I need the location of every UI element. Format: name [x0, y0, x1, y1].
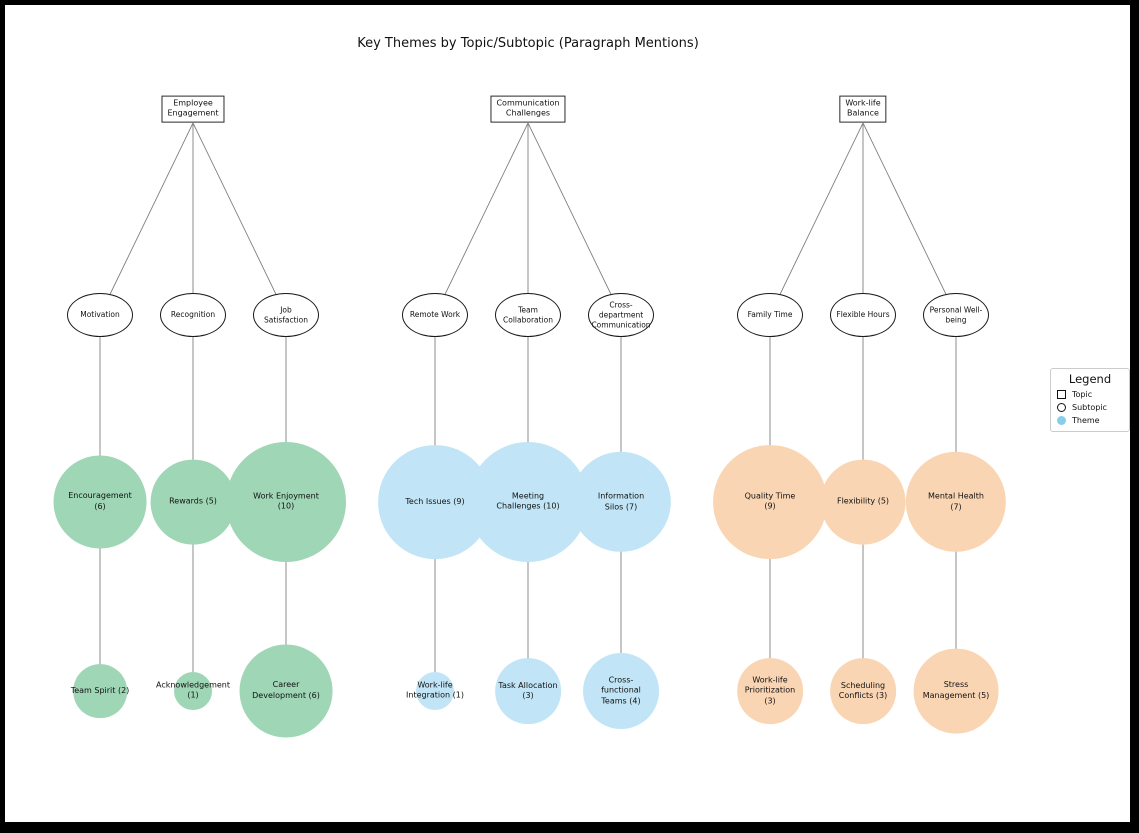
node-label: Career Development (6): [252, 680, 320, 700]
subtopic-node: Team Collaboration: [495, 293, 561, 337]
node-label: Team Collaboration: [503, 305, 553, 324]
node-label: Encouragement (6): [68, 491, 132, 511]
node-label: Tech Issues (9): [405, 496, 465, 506]
node-label: Rewards (5): [169, 496, 217, 506]
subtopic-node: Motivation: [67, 293, 133, 337]
legend-item-label: Topic: [1072, 390, 1093, 399]
theme-bubble: Work-life Integration (1): [406, 672, 464, 710]
node-label: Flexible Hours: [836, 310, 890, 320]
subtopic-node: Recognition: [160, 293, 226, 337]
node-label: Work-life Prioritization (3): [744, 675, 796, 706]
node-label: Personal Well- being: [929, 305, 983, 324]
theme-bubble: Meeting Challenges (10): [468, 442, 588, 562]
subtopic-node: Personal Well- being: [923, 293, 989, 337]
node-label: Information Silos (7): [597, 491, 645, 511]
node-label: Acknowledgement (1): [155, 680, 231, 700]
connector-line: [192, 122, 287, 316]
subtopic-node: Remote Work: [402, 293, 468, 337]
theme-bubble: Acknowledgement (1): [156, 672, 230, 710]
connector-line: [434, 122, 529, 316]
theme-bubble: Task Allocation (3): [495, 658, 561, 724]
topic-node: Work-life Balance: [839, 95, 887, 123]
connector-line: [99, 122, 194, 316]
legend-title: Legend: [1068, 372, 1112, 386]
theme-bubble: Career Development (6): [239, 644, 333, 738]
connector-line: [769, 122, 864, 316]
theme-bubble: Work Enjoyment (10): [226, 442, 346, 562]
theme-bubble: Work-life Prioritization (3): [737, 658, 803, 724]
circle-outline-icon: [1057, 403, 1066, 412]
theme-bubble: Scheduling Conflicts (3): [830, 658, 896, 724]
node-label: Recognition: [170, 310, 216, 320]
theme-bubble: Stress Management (5): [913, 648, 999, 734]
circle-filled-icon: [1057, 416, 1066, 425]
theme-bubble: Quality Time (9): [713, 445, 827, 559]
node-label: Cross- functional Teams (4): [601, 675, 641, 706]
node-label: Quality Time (9): [744, 491, 796, 511]
node-label: Work-life Integration (1): [406, 680, 464, 700]
node-label: Remote Work: [409, 310, 461, 320]
theme-bubble: Flexibility (5): [820, 459, 906, 545]
node-label: Scheduling Conflicts (3): [838, 680, 888, 700]
theme-bubble: Cross- functional Teams (4): [583, 653, 659, 729]
legend-item-label: Theme: [1072, 416, 1100, 425]
legend-item-subtopic: Subtopic: [1057, 403, 1123, 412]
node-label: Meeting Challenges (10): [496, 491, 560, 511]
subtopic-node: Job Satisfaction: [253, 293, 319, 337]
chart-title: Key Themes by Topic/Subtopic (Paragraph …: [357, 36, 699, 51]
theme-bubble: Information Silos (7): [570, 451, 672, 553]
node-label: Task Allocation (3): [498, 680, 558, 700]
node-label: Cross- department Communication: [591, 300, 651, 329]
square-outline-icon: [1057, 390, 1066, 399]
topic-node: Communication Challenges: [490, 95, 566, 123]
figure-canvas: Key Themes by Topic/Subtopic (Paragraph …: [5, 5, 1130, 822]
theme-bubble: Mental Health (7): [905, 451, 1007, 553]
connector-line: [527, 122, 622, 316]
node-label: Flexibility (5): [836, 496, 890, 506]
connector-line: [862, 122, 957, 316]
subtopic-node: Cross- department Communication: [588, 293, 654, 337]
theme-bubble: Team Spirit (2): [70, 664, 130, 718]
topic-node: Employee Engagement: [161, 95, 225, 123]
legend-item-theme: Theme: [1057, 416, 1123, 425]
legend-item-topic: Topic: [1057, 390, 1123, 399]
node-label: Job Satisfaction: [263, 305, 309, 324]
node-label: Mental Health (7): [928, 491, 984, 511]
node-label: Work Enjoyment (10): [253, 491, 319, 511]
node-label: Team Spirit (2): [70, 685, 130, 695]
subtopic-node: Flexible Hours: [830, 293, 896, 337]
node-label: Family Time: [747, 310, 793, 320]
theme-bubble: Rewards (5): [150, 459, 236, 545]
subtopic-node: Family Time: [737, 293, 803, 337]
legend-item-label: Subtopic: [1072, 403, 1107, 412]
node-label: Motivation: [80, 310, 120, 320]
node-label: Stress Management (5): [922, 680, 990, 700]
theme-bubble: Encouragement (6): [53, 455, 147, 549]
